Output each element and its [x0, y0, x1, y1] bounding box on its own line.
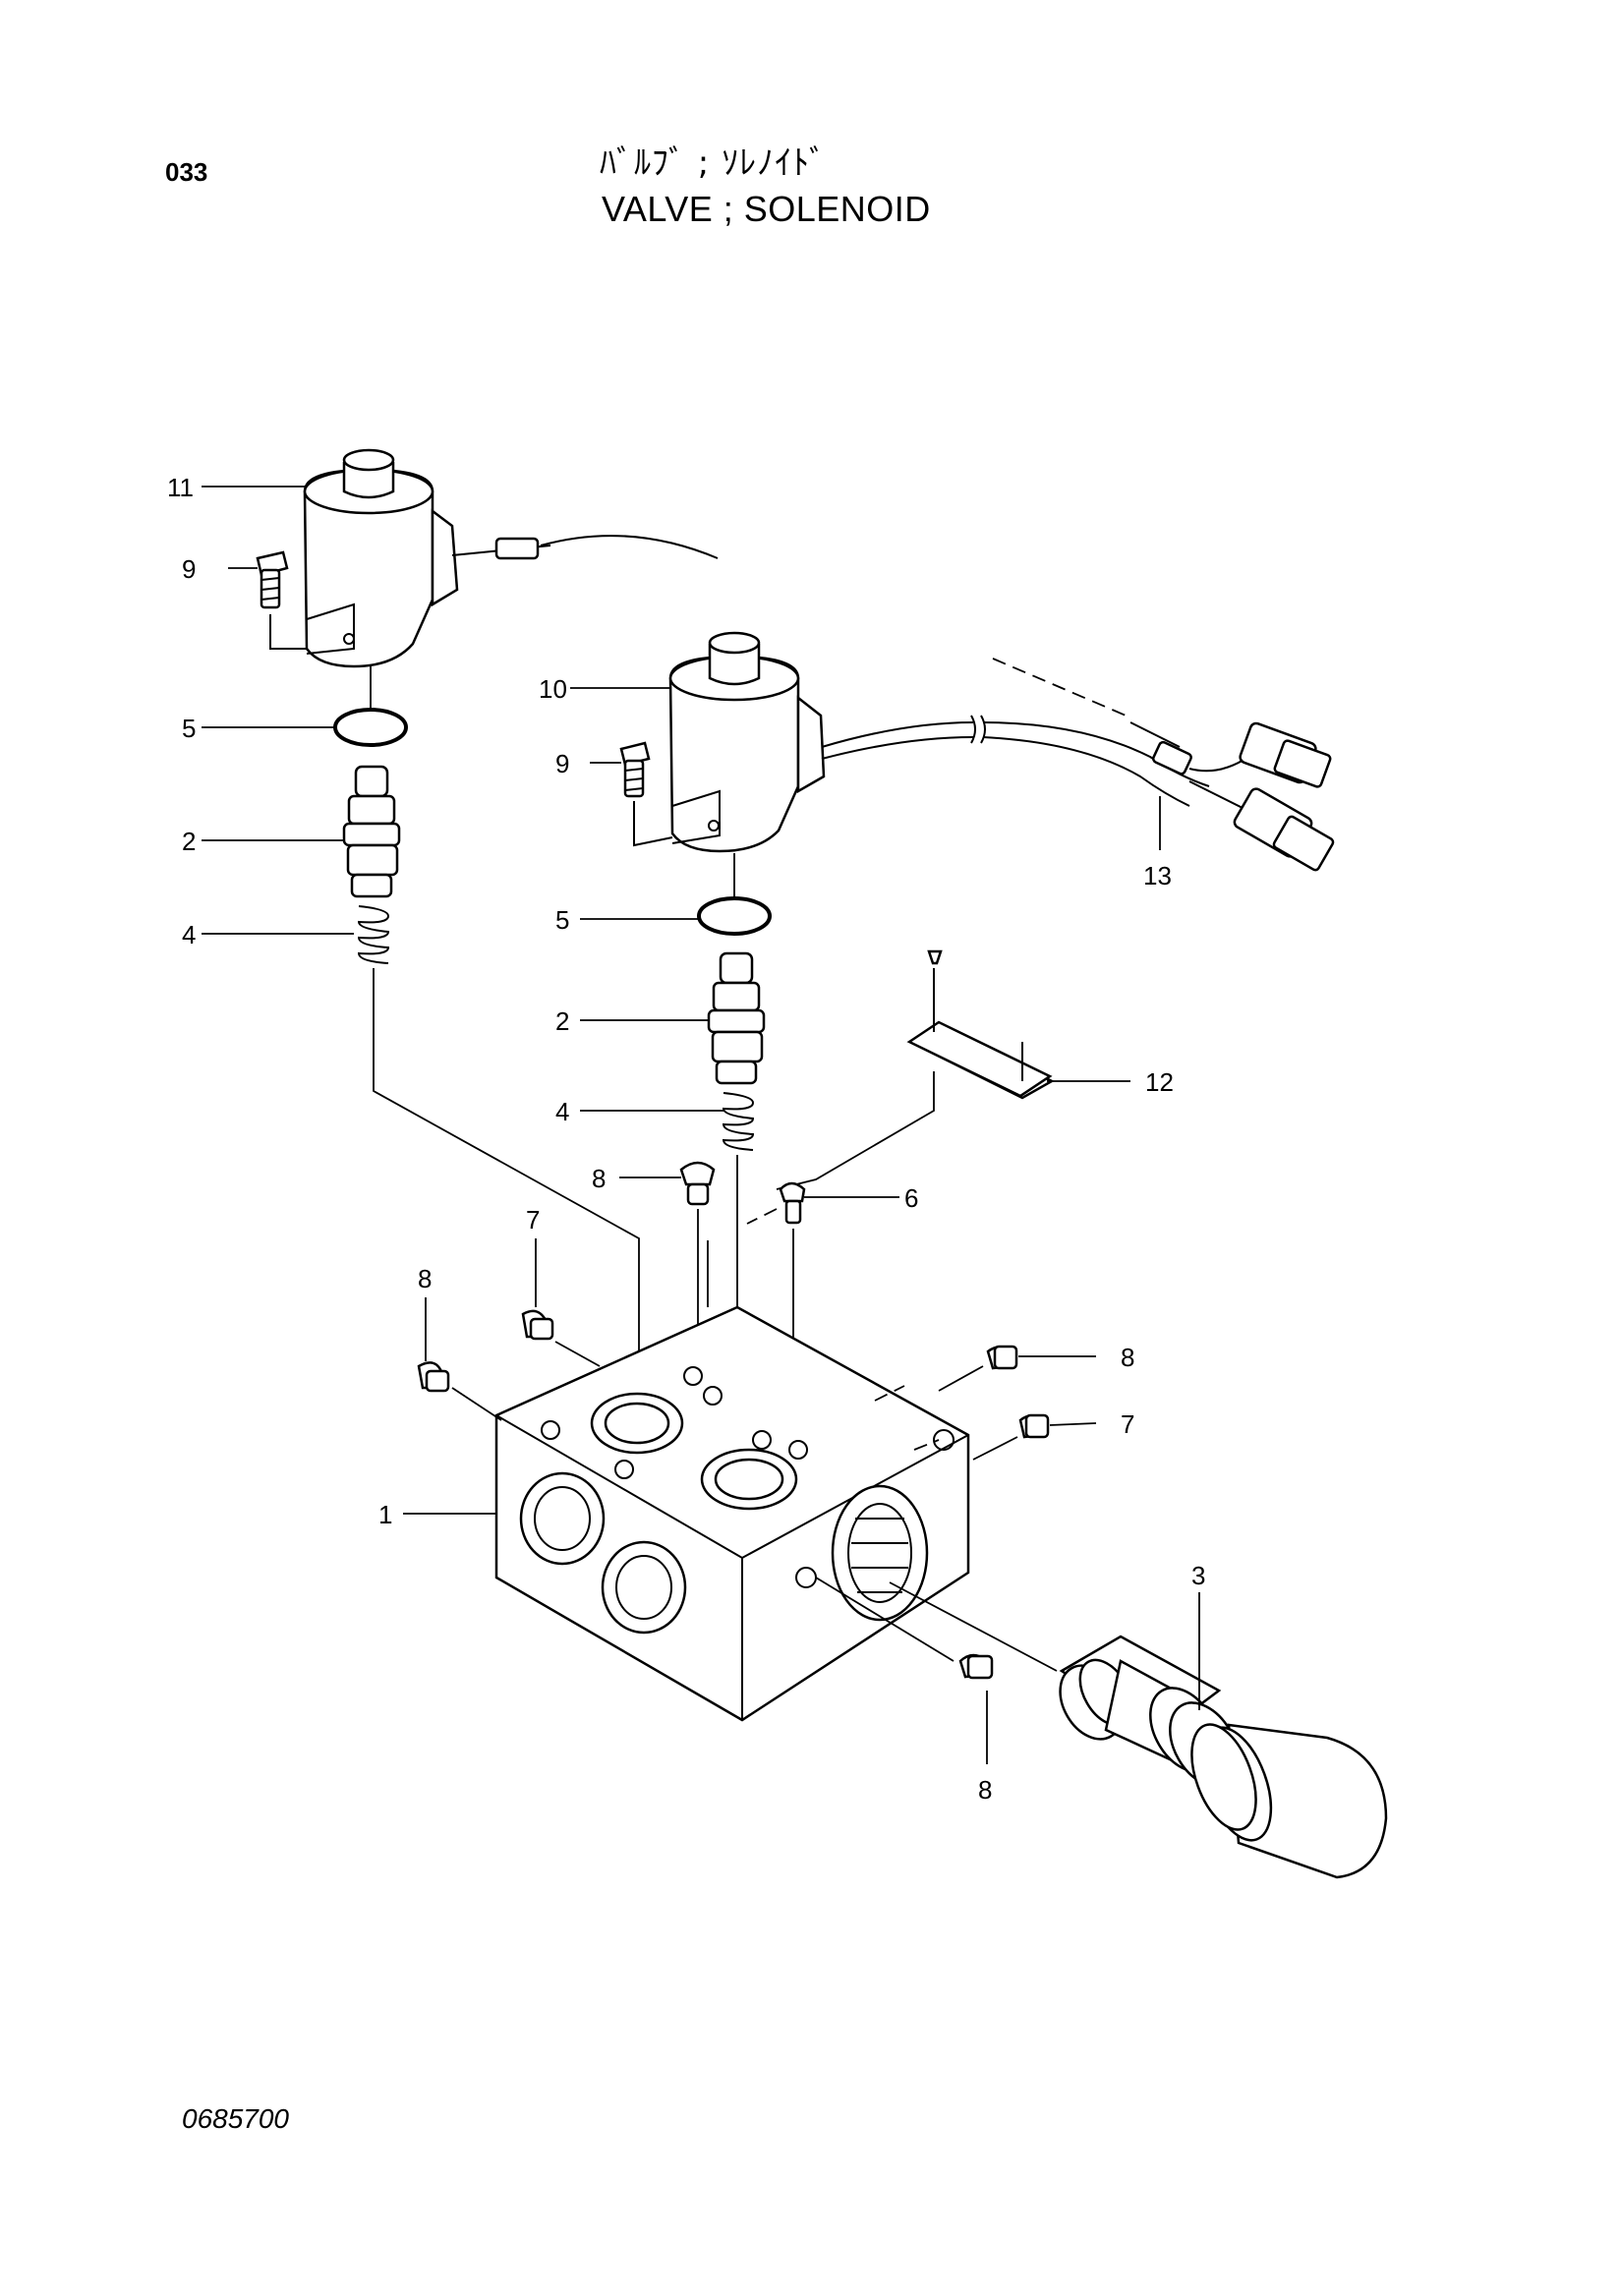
plug-8-bottom: [815, 1577, 994, 1764]
spool-2-middle: [707, 951, 766, 1085]
callout-11: 11: [167, 473, 194, 502]
name-plate-12: [776, 949, 1055, 1190]
cartridge-valve-3: [889, 1581, 1388, 1879]
wire-harness: [821, 658, 1335, 872]
bolt-9-upper: [256, 550, 307, 650]
callout-9-middle: 9: [555, 749, 569, 778]
o-ring-5-upper: [333, 666, 408, 747]
plug-7-top: [521, 1238, 601, 1367]
callout-8-top: 8: [592, 1164, 606, 1193]
valve-block-1: [494, 1305, 970, 1722]
callout-5-upper: 5: [182, 714, 196, 743]
callout-leaders: [202, 486, 1161, 1515]
solenoid-coil-10: [668, 631, 826, 853]
plug-8-left: [417, 1297, 502, 1421]
callout-12: 12: [1145, 1067, 1174, 1097]
callout-8-right: 8: [1121, 1343, 1134, 1372]
callout-labels: 11 9 5 2 4 10 9 5 2 4 13 12 8 6 7 8 1 8 …: [167, 473, 1205, 1805]
bolt-9-middle: [619, 741, 673, 847]
callout-2-middle: 2: [555, 1006, 569, 1036]
title-japanese: ﾊﾞﾙﾌﾞ ; ｿﾚﾉｲﾄﾞ: [600, 144, 828, 183]
callout-9-upper: 9: [182, 554, 196, 584]
o-ring-5-middle: [697, 853, 772, 936]
callout-1: 1: [378, 1500, 392, 1529]
plug-8-right: [938, 1345, 1096, 1392]
callout-7-top: 7: [526, 1205, 540, 1234]
plug-7-right: [972, 1413, 1097, 1461]
page-number: 033: [165, 157, 208, 187]
spring-4-upper: [357, 905, 640, 1396]
callout-8-left: 8: [418, 1264, 432, 1293]
callout-3: 3: [1191, 1561, 1205, 1590]
callout-4-middle: 4: [555, 1097, 569, 1126]
callout-13: 13: [1143, 861, 1172, 890]
plug-8-top: [679, 1161, 716, 1396]
callout-5-middle: 5: [555, 905, 569, 935]
drawing-code: 0685700: [182, 2103, 290, 2134]
title-english: VALVE ; SOLENOID: [602, 189, 931, 229]
callout-7-right: 7: [1121, 1409, 1134, 1439]
callout-4-upper: 4: [182, 920, 196, 949]
solenoid-coil-11: [303, 448, 719, 668]
spool-2-upper: [342, 765, 401, 898]
callout-2-upper: 2: [182, 827, 196, 856]
callout-10: 10: [539, 674, 567, 704]
callout-8-bottom: 8: [978, 1775, 992, 1805]
callout-6: 6: [904, 1183, 918, 1213]
